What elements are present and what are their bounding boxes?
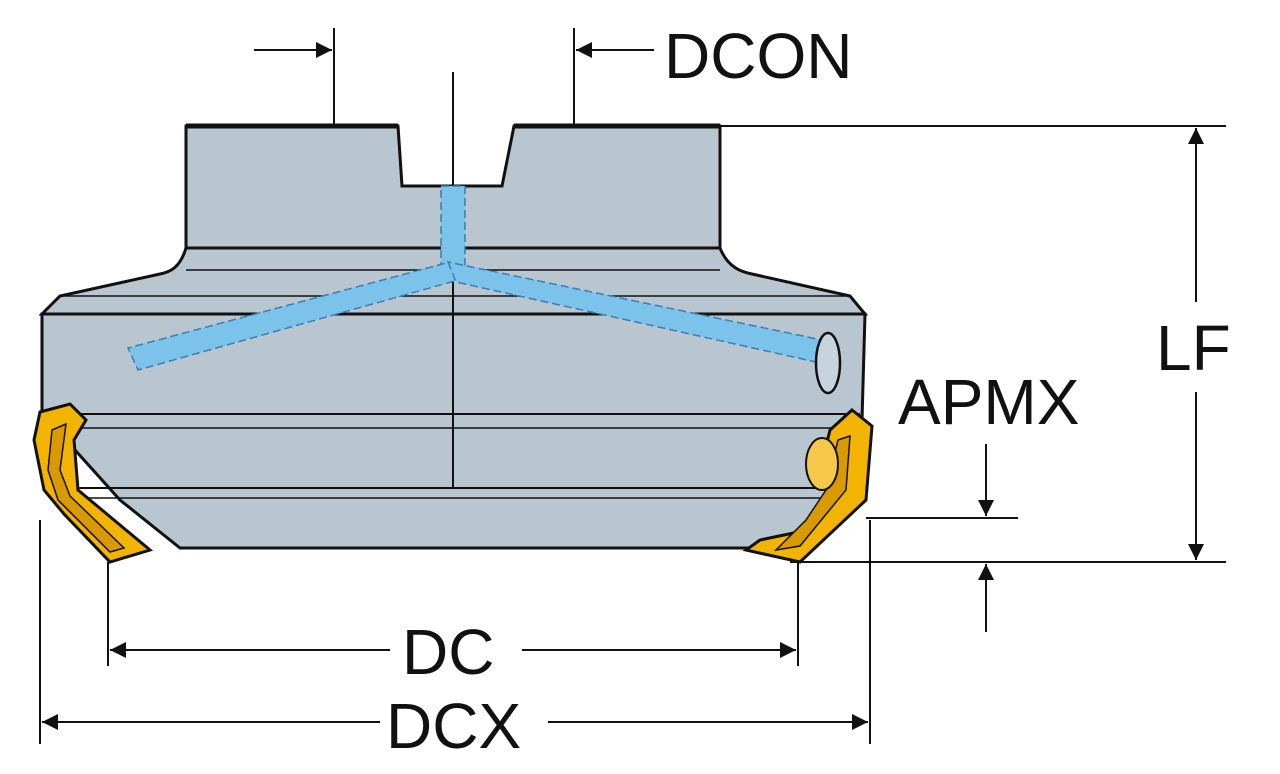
label-apmx: APMX bbox=[898, 366, 1079, 438]
insert-right bbox=[742, 408, 874, 564]
label-dcx: DCX bbox=[386, 690, 521, 762]
label-lf: LF bbox=[1156, 312, 1231, 384]
dimension-lf: LF bbox=[720, 125, 1231, 563]
label-dc: DC bbox=[402, 616, 494, 688]
dimension-dcx: DCX bbox=[39, 520, 871, 762]
coolant-channels bbox=[126, 185, 842, 395]
cutter-body bbox=[38, 72, 869, 550]
coolant-channel-vertical bbox=[440, 185, 466, 271]
dimension-dc: DC bbox=[107, 562, 799, 688]
label-dcon: DCON bbox=[664, 20, 852, 92]
insert-left bbox=[32, 402, 154, 564]
coolant-outlet bbox=[814, 331, 842, 395]
dimension-apmx: APMX bbox=[866, 366, 1079, 632]
dimension-dcon: DCON bbox=[254, 20, 852, 126]
